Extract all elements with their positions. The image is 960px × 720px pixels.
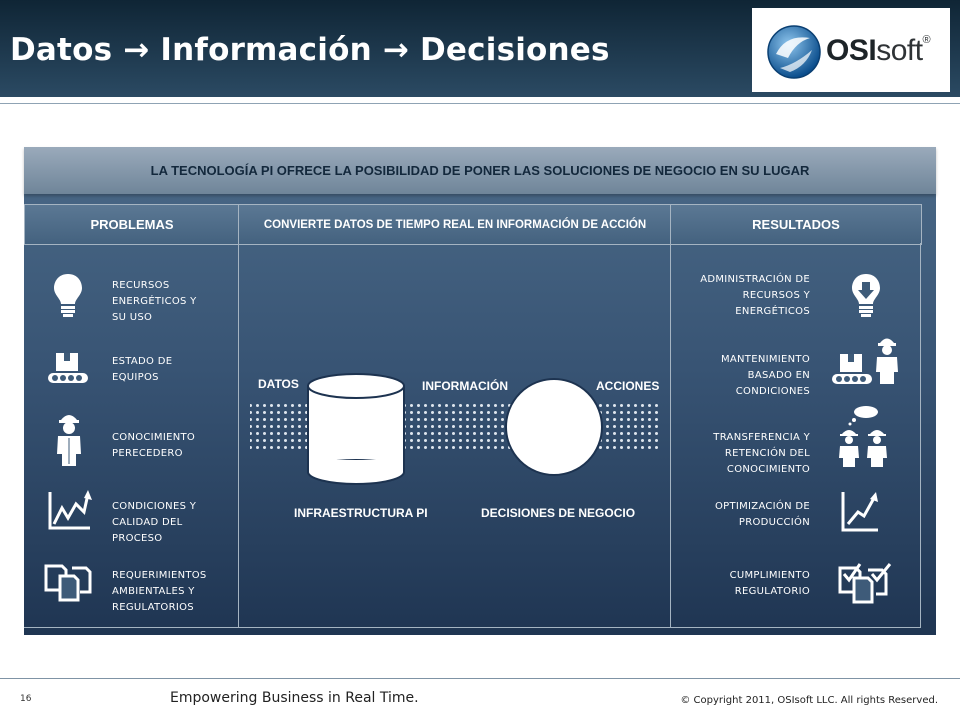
pi-globe-icon: [767, 25, 821, 79]
banner-text: LA TECNOLOGÍA PI OFRECE LA POSIBILIDAD D…: [150, 163, 810, 178]
label-acciones: ACCIONES: [596, 379, 660, 393]
result-text-2: MANTENIMIENTO BASADO EN CONDICIONES: [720, 354, 810, 397]
column-header-resultados: RESULTADOS: [670, 204, 922, 245]
result-text-1: ADMINISTRACIÓN DE RECURSOS Y ENERGÉTICOS: [700, 274, 810, 317]
worker-icon: [57, 415, 81, 466]
header-bar: Datos → Información → Decisiones OSIsoft…: [0, 0, 960, 97]
conveyor-icon: [48, 353, 88, 383]
problem-text-1: RECURSOS ENERGÉTICOS Y SU USO: [112, 280, 197, 323]
slide-title: Datos → Información → Decisiones: [10, 32, 610, 68]
growth-chart-icon: [841, 492, 878, 532]
decision-circle: [505, 378, 603, 476]
osisoft-logo: OSIsoft®: [752, 8, 950, 92]
footer-tagline: Empowering Business in Real Time.: [170, 690, 419, 706]
trend-chart-icon: [48, 490, 92, 530]
result-text-4: OPTIMIZACIÓN DE PRODUCCIÓN: [714, 501, 810, 528]
bottom-rule: [24, 627, 921, 628]
footer-divider: [0, 678, 960, 679]
problem-text-4: CONDICIONES Y CALIDAD DEL PROCESO: [112, 501, 197, 544]
knowledge-transfer-icon: [839, 406, 887, 467]
documents-icon: [44, 564, 92, 602]
checked-documents-icon: [838, 563, 892, 604]
label-informacion: INFORMACIÓN: [422, 379, 508, 393]
database-cylinder-icon: [307, 373, 405, 485]
lightbulb-down-icon: [852, 274, 880, 317]
header-divider: [0, 103, 960, 104]
result-text-3: TRANSFERENCIA Y RETENCIÓN DEL CONOCIMIEN…: [713, 432, 810, 475]
divider-left: [238, 243, 239, 627]
label-decisiones: DECISIONES DE NEGOCIO: [481, 506, 636, 520]
divider-edge: [920, 243, 921, 627]
problem-text-3: CONOCIMIENTO PERECEDERO: [112, 432, 196, 459]
problem-text-2: ESTADO DE EQUIPOS: [112, 356, 173, 383]
dot-field-2: [400, 400, 512, 450]
column-header-problemas: PROBLEMAS: [24, 204, 240, 245]
lightbulb-icon: [54, 274, 82, 317]
conveyor-worker-icon: [832, 338, 898, 384]
page-number: 16: [20, 694, 32, 704]
column-header-convierte: CONVIERTE DATOS DE TIEMPO REAL EN INFORM…: [238, 204, 672, 245]
divider-right: [670, 243, 671, 627]
logo-wordmark: OSIsoft®: [826, 34, 931, 67]
data-flow-diagram: [250, 373, 658, 485]
label-infraestructura: INFRAESTRUCTURA PI: [294, 506, 428, 520]
result-text-5: CUMPLIMIENTO REGULATORIO: [729, 570, 810, 597]
label-datos: DATOS: [258, 377, 299, 391]
problem-text-5: REQUERIMIENTOS AMBIENTALES Y REGULATORIO…: [112, 570, 207, 613]
banner: LA TECNOLOGÍA PI OFRECE LA POSIBILIDAD D…: [24, 147, 936, 194]
footer-copyright: © Copyright 2011, OSIsoft LLC. All right…: [680, 695, 938, 706]
